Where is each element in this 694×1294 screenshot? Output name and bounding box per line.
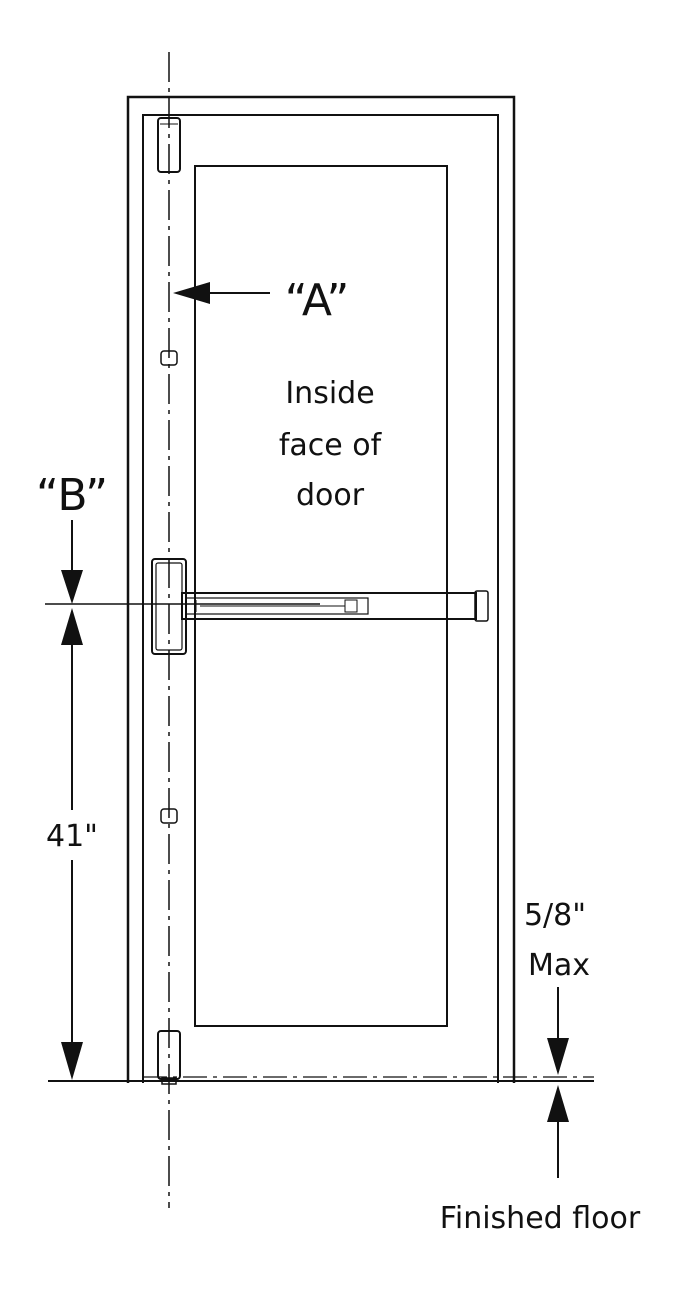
point-b-arrow bbox=[61, 520, 83, 604]
door-glass-panel bbox=[194, 165, 448, 1027]
inside-face-label-line3: door bbox=[296, 478, 365, 513]
mid-hinge-marker-upper bbox=[160, 350, 178, 366]
threshold-label-line1: 5/8" bbox=[524, 898, 586, 933]
height-dimension-label: 41" bbox=[46, 819, 98, 854]
threshold-down-arrow bbox=[547, 987, 569, 1075]
floor-lines bbox=[48, 1076, 594, 1082]
top-hinge bbox=[157, 117, 181, 173]
inside-face-label-line1: Inside bbox=[285, 376, 374, 411]
finished-floor-label: Finished floor bbox=[440, 1201, 641, 1236]
point-a-label: “A” bbox=[285, 275, 350, 326]
threshold-label-line2: Max bbox=[528, 948, 590, 983]
height-dimension bbox=[61, 608, 83, 1080]
point-a-arrow bbox=[173, 282, 270, 304]
exit-device bbox=[151, 558, 489, 655]
inside-face-label-line2: face of bbox=[279, 428, 383, 463]
point-b-label: “B” bbox=[36, 470, 108, 521]
threshold-up-arrow bbox=[547, 1085, 569, 1178]
door-frame bbox=[126, 95, 516, 1083]
mid-hinge-marker-lower bbox=[160, 808, 178, 824]
